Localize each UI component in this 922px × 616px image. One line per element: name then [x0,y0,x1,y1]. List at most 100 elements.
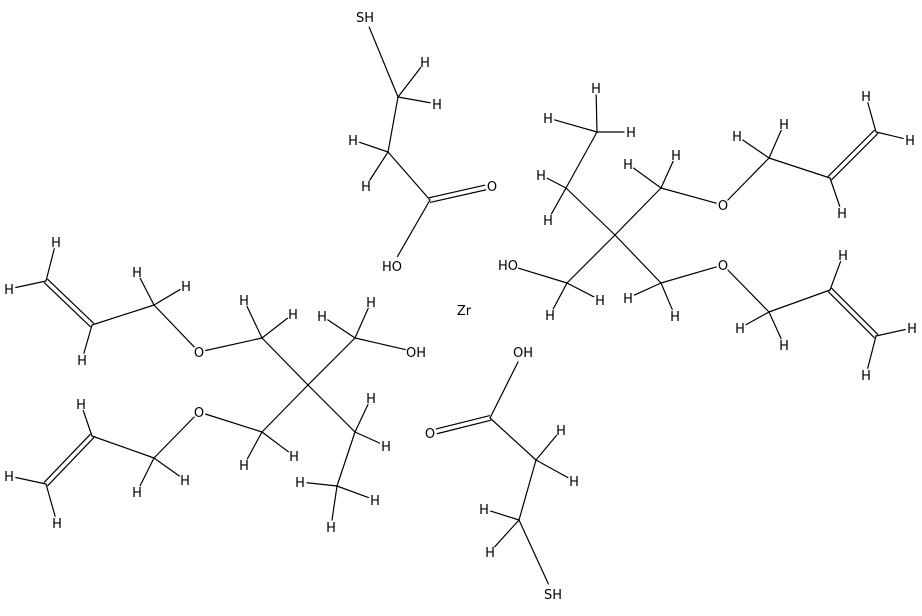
atom-label-s1_H3a: H [420,56,430,71]
bond-r_CH2O1-r_H1a [660,160,674,189]
bond-l_A1C2-l_A1C3-1 [47,278,95,324]
atom-label-l_Hm3: H [326,521,336,536]
bond-l_A1C2-l_A1H3 [83,324,93,354]
bond-r_A1C1-r_A1H2 [742,139,770,159]
atom-label-s1_OH: HO [382,260,402,275]
bond-r_A1C2-r_A1C3-2 [827,129,875,177]
atom-label-l_A1H4: H [51,236,61,251]
bond-r_A2C2-r_A2C3-2 [831,287,879,335]
atom-label-s1_H2a: H [348,134,358,149]
bond-r_A2C2-r_A2C3-1 [827,291,875,339]
bond-l_CH2-l_CH3 [336,431,356,487]
atom-label-l_H2a: H [239,459,249,474]
bond-l_A2C1-l_A2H2 [153,457,180,477]
atom-label-Zr: Zr [457,304,472,319]
bond-r_A2C3-r_A2H4 [867,335,877,369]
bond-r_CH2OH-r_Hh2 [566,282,595,298]
bond-r_CH3-r_Hm2 [554,119,598,133]
bond-s1_C1-s1_O-2 [428,184,486,199]
atom-label-l_A1H5: H [4,283,14,298]
bond-r_A1C3-r_A1H5 [875,131,904,139]
atom-label-r_H2a: H [623,292,633,307]
atom-label-l_A2H4: H [52,517,62,532]
bond-r_C-r_CH2O1 [614,187,662,236]
bond-s1_C3-s1_H3b [397,96,431,104]
bond-r_A2C1-r_A2H1 [745,311,770,326]
bond-l_A1C3-l_A1H4 [45,248,55,282]
atom-label-r_H1b: H [623,158,633,173]
atom-label-s2_H3a: H [479,503,489,518]
bond-r_CH2O1-r_O1 [660,187,717,204]
atom-label-r_A1H1: H [779,118,789,133]
bond-r_C-r_CH2a [565,187,616,236]
atom-label-r_A1H4: H [861,90,871,105]
atom-label-r_H1a: H [671,149,681,164]
bond-l_CH2O1-l_O1 [205,337,263,352]
bond-r_O1-r_A1C1 [727,157,770,201]
atom-label-s2_O: O [425,427,435,442]
bonds-layer [15,26,906,585]
atom-label-s2_H2a: H [556,424,566,439]
bond-r_C-r_CH2O2 [614,234,662,284]
bond-l_A2C3-l_A2H4 [45,483,56,517]
bond-r_CH2a-r_CH3 [565,131,598,189]
bond-l_CH2O1-l_H1b [261,317,289,339]
bond-r_A1C2-r_A1H3 [829,177,841,207]
bond-r_CH2O2-r_H2a [633,282,662,296]
bond-s1_C3-s1_C2 [387,96,399,153]
atom-label-r_O1: O [718,199,728,214]
bond-l_A2C1-l_A2H1 [139,457,155,487]
bond-r_CH2a-r_Ha2 [546,177,567,189]
bond-l_A2C2-l_A2H3 [82,410,93,437]
bond-r_CH2a-r_Ha1 [550,187,567,215]
atom-label-r_A1H2: H [732,130,742,145]
atom-label-r_Hm3: H [626,126,636,141]
atom-label-l_Hh1: H [317,310,327,325]
atom-label-l_Hc1: H [366,392,376,407]
bond-r_A1C1-r_A1H1 [768,129,782,159]
bond-l_CH3-l_Hm2 [336,485,370,499]
bond-r_CH3-r_Hm1 [595,94,598,133]
atom-label-l_O2: O [194,406,204,421]
atom-label-r_A1H3: H [837,207,847,222]
bond-s2_C2-s2_H2b [535,459,569,479]
bond-l_A1C1-l_A1H2 [153,288,181,306]
bond-l_A1C2-l_A1C3-2 [43,282,91,328]
bond-r_A2C1-r_A2C2 [768,289,831,313]
atom-label-l_A2H2: H [180,474,190,489]
atom-label-l_A2H3: H [76,398,86,413]
atom-label-s2_SH: SH [544,588,562,603]
bond-l_CH3-l_Hm1 [306,482,338,487]
bond-s2_C1-s2_C2 [489,417,537,461]
bond-s2_C2-s2_H2a [535,434,558,461]
bond-l_A1C1-l_A1C2 [91,304,155,326]
atom-label-r_A2H1: H [735,322,745,337]
bond-l_O1-l_A1C1 [153,304,195,348]
bond-l_CH2OH-l_Hh2 [354,307,369,339]
bond-l_A2C2-l_A2C3-1 [43,433,91,483]
bond-s1_C3-s1_H3a [397,66,422,98]
atom-label-s1_SH: SH [356,11,374,26]
atom-label-r_OH: HO [498,259,518,274]
atom-label-r_H2b: H [670,310,680,325]
bond-l_CH2O2-l_O2 [205,413,263,433]
atom-label-s1_H2b: H [361,180,371,195]
atom-label-s1_H3b: H [432,98,442,113]
bond-l_C-l_CH2 [307,384,356,433]
bond-s1_C1-s1_OH [396,199,431,258]
bond-s1_C2-s1_H2b [369,151,389,181]
bond-r_A1C3-r_A1H4 [867,102,877,133]
atom-label-l_H2b: H [289,450,299,465]
bond-l_CH2OH-l_Hh1 [327,319,356,339]
bond-l_CH2-l_Hc1 [354,403,369,433]
bond-l_CH2O1-l_H1a [246,305,263,339]
atom-label-l_H1a: H [239,294,249,309]
bond-l_C-l_CH2OH [307,337,356,386]
bond-r_A1C1-r_A1C2 [768,157,831,179]
atom-label-l_Hh2: H [366,296,376,311]
atom-label-r_O2: O [718,259,728,274]
bond-r_CH2O1-r_H1b [633,167,662,189]
bond-l_A2C3-l_A2H5 [15,476,47,485]
